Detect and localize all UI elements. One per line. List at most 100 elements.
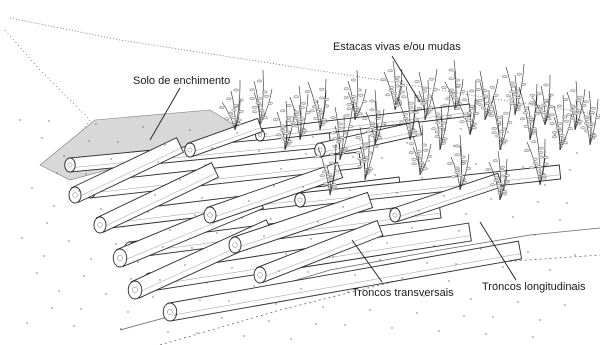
soil-dot (159, 279, 160, 280)
plant-leaf (250, 98, 255, 100)
plant-leaf (563, 99, 568, 101)
plant-leaf (531, 141, 536, 143)
plant-leaf (389, 89, 394, 91)
plant-22 (577, 91, 600, 145)
soil-dot (295, 203, 296, 204)
plant-leaf (262, 91, 267, 93)
plant-leaf (232, 117, 237, 119)
plant-leaf (510, 102, 515, 104)
plant-leaf (354, 107, 359, 109)
soil-dot (191, 247, 192, 248)
plant-leaf (570, 90, 575, 92)
plant-leaf (544, 156, 549, 158)
soil-dot (268, 320, 269, 321)
plant-leaf (392, 93, 397, 95)
plant-leaf (347, 103, 352, 105)
leader-live-stakes (392, 56, 420, 102)
plant-leaf (529, 167, 534, 169)
plant-leaf (322, 171, 327, 173)
plant-leaf (462, 182, 467, 184)
plant-leaf (338, 123, 343, 125)
soil-dot (389, 209, 390, 210)
plant-leaf (483, 95, 488, 97)
plant-leaf (320, 175, 325, 177)
soil-dot (31, 187, 32, 188)
transverse-log-1-end (69, 187, 81, 203)
plant-leaf (315, 156, 320, 158)
soil-dot (465, 213, 466, 214)
plant-leaf (286, 120, 291, 122)
plant-leaf (312, 106, 317, 108)
plant-leaf (521, 83, 526, 85)
soil-dot (302, 186, 303, 187)
longitudinal-log-8-end (295, 193, 306, 207)
plant-leaf (412, 163, 417, 165)
longitudinal-log-1-end (65, 158, 76, 172)
plant-leaf (443, 104, 448, 106)
plant-leaf (534, 113, 539, 115)
plant-leaf (395, 76, 400, 78)
plant-leaf (500, 166, 505, 168)
soil-dot (51, 307, 52, 308)
plant-leaf (462, 160, 467, 162)
soil-dot (401, 277, 402, 278)
plant-leaf (494, 176, 499, 178)
transverse-log-8-end (185, 143, 196, 157)
plant-2 (250, 70, 273, 125)
plant-leaf (401, 96, 406, 98)
plant-leaf (584, 116, 589, 118)
plant-leaf (568, 127, 573, 129)
plant-leaf (516, 106, 521, 108)
soil-dot (574, 254, 575, 255)
soil-dot (174, 314, 175, 315)
plant-leaf (343, 132, 348, 134)
transverse-log-5-end (204, 207, 216, 223)
plant-leaf (577, 110, 582, 112)
soil-dot (532, 336, 533, 337)
soil-dot (527, 251, 528, 252)
soil-dot (559, 219, 560, 220)
longitudinal-log-6-end (163, 303, 177, 321)
plant-leaf (408, 107, 413, 109)
soil-dot (512, 216, 513, 217)
plant-leaf (472, 127, 477, 129)
plant-leaf (467, 112, 472, 114)
plant-leaf (576, 100, 581, 102)
soil-dot (258, 150, 259, 151)
soil-dot (270, 218, 271, 219)
label-transverse-logs: Troncos transversais (352, 288, 454, 299)
plant-leaf (232, 109, 237, 111)
soil-dot (211, 147, 212, 148)
plant-leaf (563, 142, 568, 144)
plant-leaf (305, 91, 310, 93)
plant-leaf (356, 152, 361, 154)
plant-leaf (345, 114, 350, 116)
plant-leaf (520, 118, 525, 120)
plant-21 (563, 81, 586, 130)
plant-leaf (286, 143, 291, 145)
soil-dot (463, 315, 464, 316)
soil-dot (433, 245, 434, 246)
plant-leaf (366, 170, 371, 172)
soil-dot (497, 181, 498, 182)
plant-leaf (581, 127, 586, 129)
soil-dot (194, 214, 195, 215)
plant-leaf (417, 107, 422, 109)
plant-leaf (570, 109, 575, 111)
soil-dot (517, 301, 518, 302)
soil-dot (278, 270, 279, 271)
plant-leaf (423, 168, 428, 170)
plant-leaf (273, 119, 278, 121)
plant-leaf (455, 79, 460, 81)
plant-leaf (313, 117, 318, 119)
plant-leaf (524, 125, 529, 127)
plant-leaf (336, 141, 341, 143)
plant-20 (550, 95, 573, 150)
soil-dot (90, 258, 91, 259)
soil-dot (21, 237, 22, 238)
plant-leaf (517, 73, 522, 75)
soil-dot (349, 189, 350, 190)
plant-leaf (458, 175, 463, 177)
plant-leaf (486, 169, 491, 171)
soil-dot (534, 234, 535, 235)
